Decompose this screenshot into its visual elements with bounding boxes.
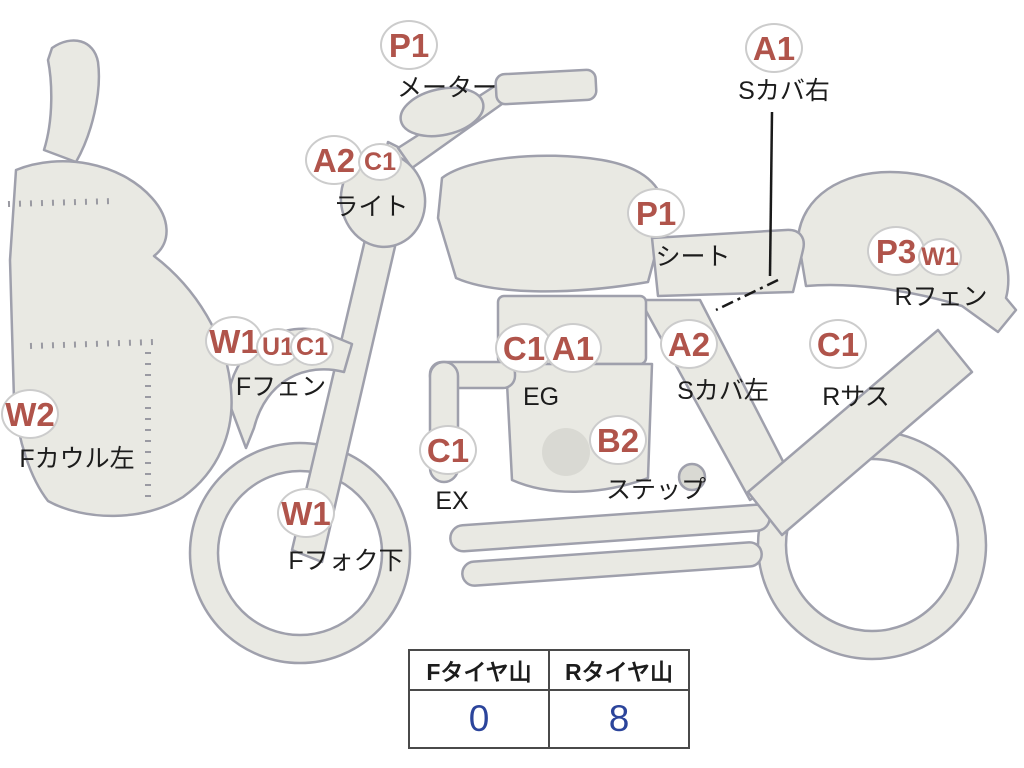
mirror [42, 39, 101, 164]
exhaust-header [428, 360, 460, 484]
cowl-dotted-line-top [7, 198, 115, 207]
fuel-tank [436, 154, 666, 293]
engine-crankcase [504, 362, 654, 493]
frame-tube [638, 298, 792, 502]
seat [650, 228, 805, 298]
engine-cover-circle [542, 428, 590, 476]
tire-table-header-row: Fタイヤ山 Rタイヤ山 [408, 649, 690, 691]
engine-head [496, 294, 648, 366]
swingarm [746, 328, 974, 537]
pointer-dashdot-scover-right [715, 278, 779, 312]
front-tire-value: 0 [408, 689, 550, 749]
tire-table-value-row: 0 8 [408, 689, 690, 749]
rear-cowl [796, 170, 1018, 334]
front-cowl [8, 160, 233, 518]
meter-unit [399, 86, 485, 138]
lower-frame-rail [461, 541, 763, 587]
tire-tread-table: Fタイヤ山 Rタイヤ山 0 8 [408, 649, 690, 749]
pointer-line-scover-right [768, 111, 774, 277]
handle-grip [494, 68, 598, 106]
step-peg [677, 462, 707, 492]
rear-tire-value: 8 [548, 689, 690, 749]
rear-tire-header: Rタイヤ山 [548, 649, 690, 691]
front-tire-header: Fタイヤ山 [408, 649, 550, 691]
